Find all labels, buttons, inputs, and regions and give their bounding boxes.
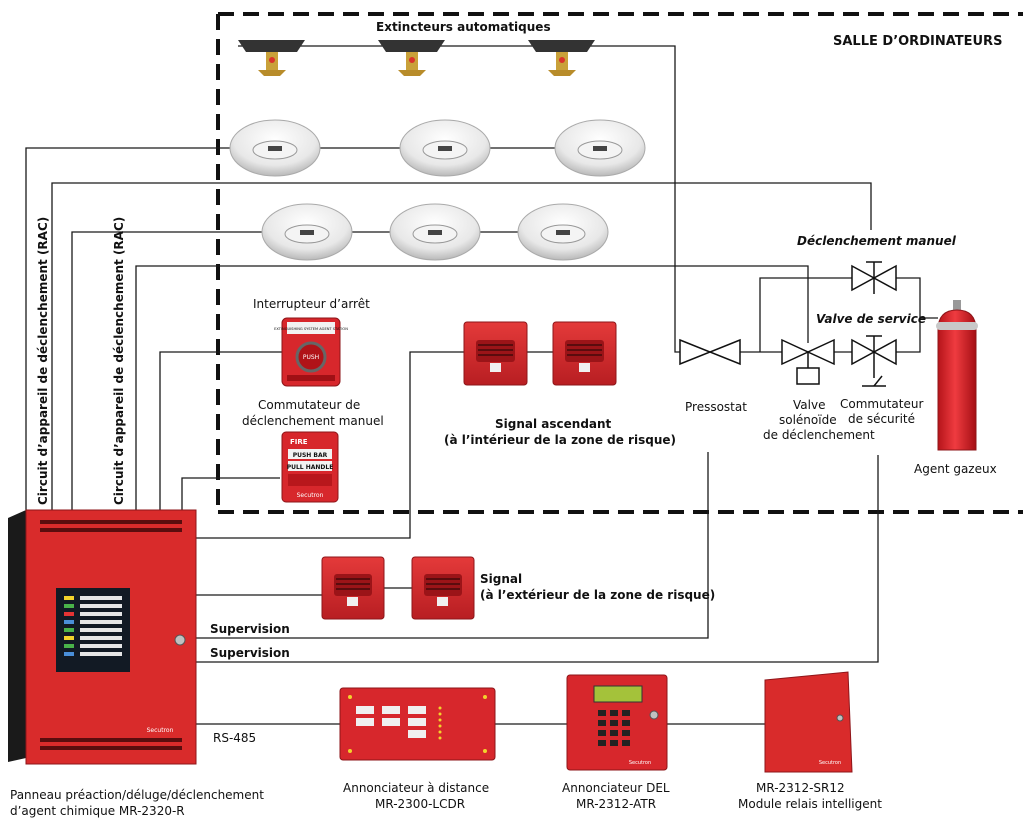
remote-annunciator bbox=[339, 687, 496, 761]
remote-annunciator-label-1: Annonciateur à distance bbox=[343, 781, 490, 795]
panel-led-strip bbox=[64, 596, 122, 656]
horn-strobe-1 bbox=[463, 321, 528, 386]
manual-release-label: Déclenchement manuel bbox=[797, 234, 956, 248]
manual-pull-station: FIRE PUSH BAR PULL HANDLE Secutron bbox=[281, 431, 339, 503]
led-annunciator-label-2: MR-2312-ATR bbox=[576, 797, 657, 811]
abort-station-text: EXTINGUISHING SYSTEM AGENT STATION bbox=[274, 327, 348, 331]
rs485-label: RS-485 bbox=[213, 731, 257, 745]
computer-room-boundary bbox=[216, 12, 1023, 514]
smoke-detector-3 bbox=[554, 119, 646, 177]
pull-bar-text: PUSH BAR bbox=[293, 452, 328, 459]
panel-brand-text: Secutron bbox=[147, 727, 174, 734]
smoke-detector-2 bbox=[399, 119, 491, 177]
smoke-detector-1 bbox=[229, 119, 321, 177]
smoke-detector-6 bbox=[517, 203, 609, 261]
led-annunciator: Secutron bbox=[566, 674, 668, 771]
manual-pull-label-2: déclenchement manuel bbox=[242, 414, 384, 428]
solenoid-label-1: Valve bbox=[793, 398, 826, 412]
solenoid-label-3: de déclenchement bbox=[763, 428, 875, 442]
led-ann-brand-text: Secutron bbox=[629, 760, 651, 766]
relay-module: Secutron bbox=[764, 671, 853, 773]
led-annunciator-label-1: Annonciateur DEL bbox=[562, 781, 670, 795]
pressure-switch-label: Pressostat bbox=[685, 400, 747, 414]
solenoid-valve bbox=[781, 338, 835, 385]
room-title: SALLE D’ORDINATEURS bbox=[833, 34, 1003, 49]
pull-brand-text: Secutron bbox=[297, 492, 324, 499]
safety-switch-label-2: de sécurité bbox=[848, 412, 916, 426]
relay-brand-text: Secutron bbox=[819, 760, 841, 766]
wiring bbox=[25, 45, 938, 725]
manual-release-valve bbox=[851, 261, 897, 294]
sprinkler-head-3 bbox=[528, 40, 595, 76]
rac-label-2: Circuit d’appareil de déclenchement (RAC… bbox=[112, 216, 126, 505]
pressure-switch-valve bbox=[679, 338, 741, 366]
main-panel: Secutron bbox=[8, 509, 197, 765]
panel-label-1: Panneau préaction/déluge/déclenchement bbox=[10, 788, 264, 802]
abort-switch-label: Interrupteur d’arrêt bbox=[253, 297, 370, 311]
gas-agent-cylinder bbox=[936, 300, 978, 451]
service-valve bbox=[851, 335, 897, 368]
pull-fire-text: FIRE bbox=[290, 438, 308, 446]
smoke-detector-4 bbox=[261, 203, 353, 261]
pull-handle-text: PULL HANDLE bbox=[287, 464, 334, 471]
service-valve-label: Valve de service bbox=[816, 312, 926, 326]
relay-module-label-2: Module relais intelligent bbox=[738, 797, 882, 811]
manual-pull-label-1: Commutateur de bbox=[258, 398, 361, 412]
signal-outside-label-1: Signal bbox=[480, 572, 523, 586]
smoke-detector-5 bbox=[389, 203, 481, 261]
abort-push-text: PUSH bbox=[303, 354, 319, 361]
gas-agent-label: Agent gazeux bbox=[914, 462, 997, 476]
horn-strobe-3 bbox=[321, 556, 385, 620]
solenoid-label-2: solénoïde bbox=[779, 413, 837, 427]
supervision-label-2: Supervision bbox=[210, 646, 290, 660]
supervision-label-1: Supervision bbox=[210, 622, 290, 636]
signal-inside-label-1: Signal ascendant bbox=[495, 417, 612, 431]
rac-label-1: Circuit d’appareil de déclenchement (RAC… bbox=[36, 216, 50, 505]
abort-switch: EXTINGUISHING SYSTEM AGENT STATION PUSH bbox=[274, 317, 348, 387]
sprinkler-head-1 bbox=[238, 40, 305, 76]
signal-outside-label-2: (à l’extérieur de la zone de risque) bbox=[480, 588, 716, 602]
sprinkler-head-2 bbox=[378, 40, 445, 76]
horn-strobe-2 bbox=[552, 321, 617, 386]
safety-switch-symbol bbox=[862, 368, 886, 387]
remote-annunciator-label-2: MR-2300-LCDR bbox=[375, 797, 466, 811]
panel-label-2: d’agent chimique MR-2320-R bbox=[10, 804, 185, 818]
safety-switch-label-1: Commutateur bbox=[840, 397, 924, 411]
sprinklers-label: Extincteurs automatiques bbox=[376, 20, 551, 34]
horn-strobe-4 bbox=[411, 556, 475, 620]
signal-inside-label-2: (à l’intérieur de la zone de risque) bbox=[444, 433, 676, 447]
relay-module-label-1: MR-2312-SR12 bbox=[756, 781, 845, 795]
